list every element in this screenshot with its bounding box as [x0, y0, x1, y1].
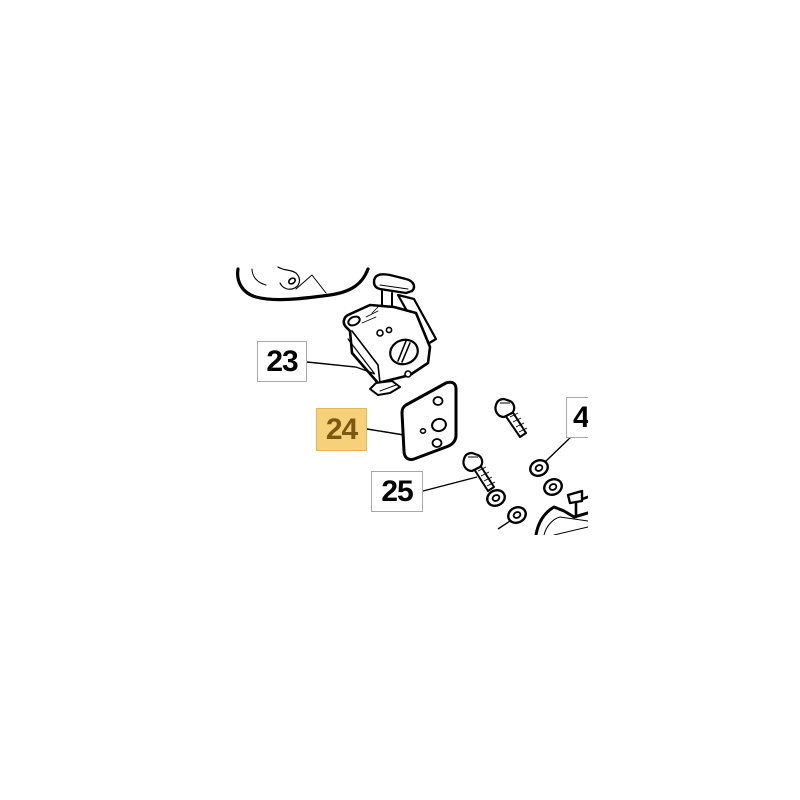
- callout-label-23[interactable]: 23: [257, 341, 307, 382]
- callout-label-4[interactable]: 4: [566, 397, 588, 438]
- leader-lines: [306, 361, 574, 530]
- bolt-part-25: [462, 451, 496, 492]
- gasket-part-24: [400, 380, 458, 461]
- leader-line-23: [306, 361, 376, 375]
- leader-line-lower: [497, 520, 511, 530]
- diagram-viewport: 23 24 25 4: [230, 255, 588, 535]
- leader-line-4: [544, 434, 574, 463]
- leader-line-25: [422, 476, 478, 492]
- washers: [486, 459, 563, 524]
- engine-housing-fragment: [236, 266, 370, 302]
- exploded-view-drawing: [236, 266, 588, 535]
- bolt-upper: [494, 397, 528, 438]
- carburetor-part-23: [342, 273, 438, 396]
- callout-label-25[interactable]: 25: [371, 471, 423, 512]
- callout-label-24-highlighted[interactable]: 24: [316, 408, 367, 451]
- leader-line-24: [366, 428, 405, 436]
- housing-fragment-lower-right: [534, 489, 588, 535]
